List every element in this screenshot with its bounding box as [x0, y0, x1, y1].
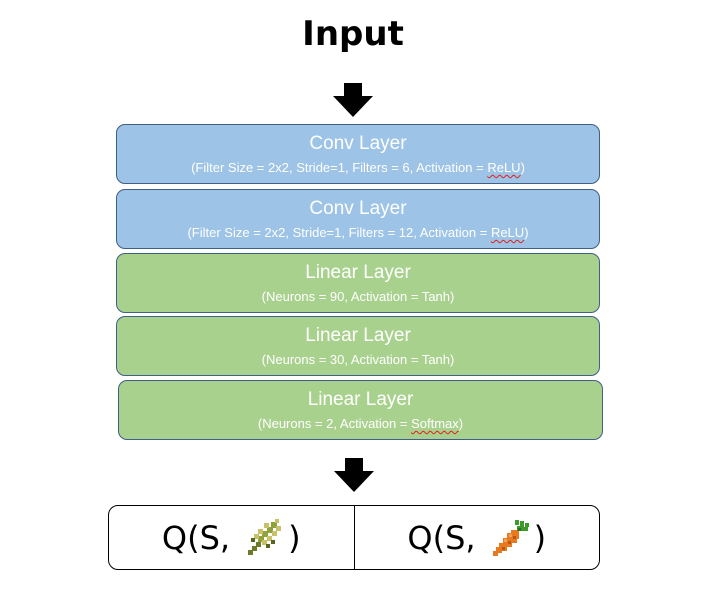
output-q-carrot: Q(S,	[353, 506, 600, 569]
layer-params: (Neurons = 90, Activation = Tanh)	[261, 289, 455, 304]
layer-name: Conv Layer	[309, 133, 407, 154]
linear-layer-3: Linear Layer (Neurons = 2, Activation = …	[118, 380, 603, 440]
layer-name: Linear Layer	[305, 262, 411, 283]
carrot-icon	[492, 519, 529, 556]
wheat-icon	[248, 518, 282, 555]
linear-layer-1: Linear Layer (Neurons = 90, Activation =…	[116, 253, 600, 313]
output-suffix: )	[288, 518, 301, 557]
diagram-title: Input	[302, 14, 404, 54]
layer-name: Linear Layer	[307, 389, 414, 410]
layer-params: (Neurons = 2, Activation = Softmax)	[257, 416, 464, 431]
layer-params: (Filter Size = 2x2, Stride=1, Filters = …	[187, 225, 529, 240]
conv-layer-1: Conv Layer (Filter Size = 2x2, Stride=1,…	[116, 124, 600, 184]
conv-layer-2: Conv Layer (Filter Size = 2x2, Stride=1,…	[116, 189, 600, 249]
output-q-wheat: Q(S,	[109, 506, 354, 569]
output-box: Q(S,	[108, 505, 600, 570]
layer-params: (Filter Size = 2x2, Stride=1, Filters = …	[191, 160, 525, 175]
down-arrow-icon	[334, 458, 374, 492]
down-arrow-icon	[333, 83, 373, 117]
layer-name: Conv Layer	[309, 198, 407, 219]
output-suffix: )	[533, 518, 547, 557]
layer-name: Linear Layer	[305, 325, 411, 346]
linear-layer-2: Linear Layer (Neurons = 30, Activation =…	[116, 316, 600, 376]
layer-params: (Neurons = 30, Activation = Tanh)	[261, 352, 455, 367]
output-prefix: Q(S,	[407, 518, 476, 557]
output-prefix: Q(S,	[161, 518, 231, 557]
